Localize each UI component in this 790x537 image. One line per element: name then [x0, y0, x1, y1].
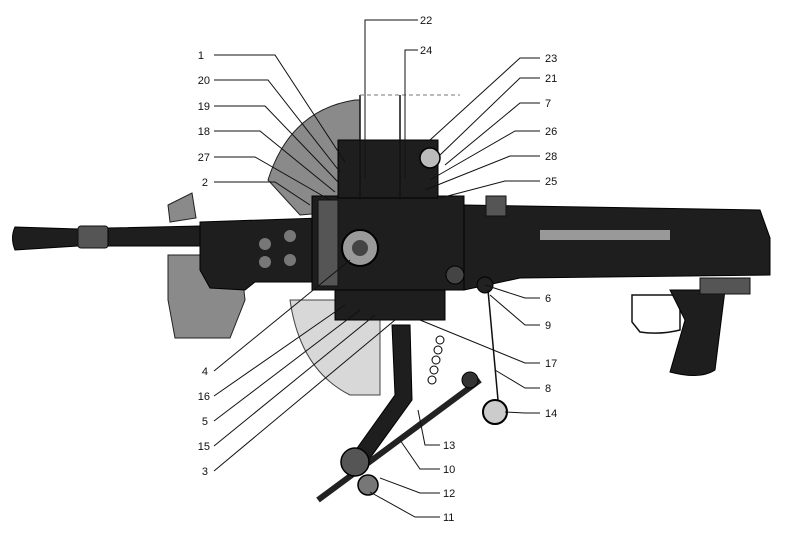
vent-hole [284, 230, 296, 242]
traverse-bar [316, 377, 482, 503]
barrel [107, 225, 201, 247]
callout-17: 17 [545, 358, 557, 370]
callout-10: 10 [443, 464, 455, 476]
callout-4: 4 [202, 366, 208, 378]
receiver-plate [317, 199, 339, 287]
callout-11: 11 [443, 512, 454, 524]
rear-receiver [463, 204, 771, 291]
trunnion-center [352, 240, 368, 256]
rear-sight [485, 195, 507, 217]
front-plate [167, 192, 197, 223]
pistol-grip [669, 289, 726, 376]
callout-9: 9 [545, 320, 551, 332]
callouts: 1 20 19 18 27 2 4 16 5 15 3 22 24 23 21 … [198, 15, 558, 524]
chain [427, 335, 445, 385]
vent-hole [284, 254, 296, 266]
grip-bracket [699, 277, 751, 295]
callout-6: 6 [545, 293, 551, 305]
callout-3: 3 [202, 466, 208, 478]
callout-23: 23 [545, 53, 557, 65]
bar-knob [461, 371, 479, 389]
cradle-roller [482, 399, 508, 425]
muzzle-ring [77, 225, 109, 249]
callout-2: 2 [202, 177, 208, 189]
feed-roller [419, 147, 441, 169]
handwheel [340, 447, 370, 477]
callout-24: 24 [420, 45, 432, 57]
mount-knob [445, 265, 465, 285]
callout-7: 7 [545, 98, 551, 110]
leader-lines [213, 19, 540, 518]
callout-12: 12 [443, 488, 455, 500]
barrel-jacket [199, 217, 321, 291]
lower-bracket [334, 289, 446, 321]
trigger-guard [631, 294, 681, 334]
callout-18: 18 [198, 126, 210, 138]
callout-27: 27 [198, 152, 210, 164]
callout-13: 13 [443, 440, 455, 452]
callout-19: 19 [198, 101, 210, 113]
feed-cover [337, 139, 439, 199]
callout-26: 26 [545, 126, 557, 138]
callout-25: 25 [545, 176, 557, 188]
callout-22: 22 [420, 15, 432, 27]
callout-21: 21 [545, 73, 557, 85]
weapon-drawing [12, 94, 771, 503]
callout-14: 14 [545, 408, 557, 420]
foot-knob [357, 474, 379, 496]
vent-hole [259, 238, 271, 250]
vent-hole [259, 256, 271, 268]
callout-8: 8 [545, 383, 551, 395]
callout-28: 28 [545, 151, 557, 163]
callout-5: 5 [202, 416, 208, 428]
cocking-slot [540, 230, 670, 240]
callout-15: 15 [198, 441, 210, 453]
callout-16: 16 [198, 391, 210, 403]
callout-1: 1 [198, 50, 204, 62]
callout-20: 20 [198, 75, 210, 87]
muzzle [12, 226, 79, 251]
